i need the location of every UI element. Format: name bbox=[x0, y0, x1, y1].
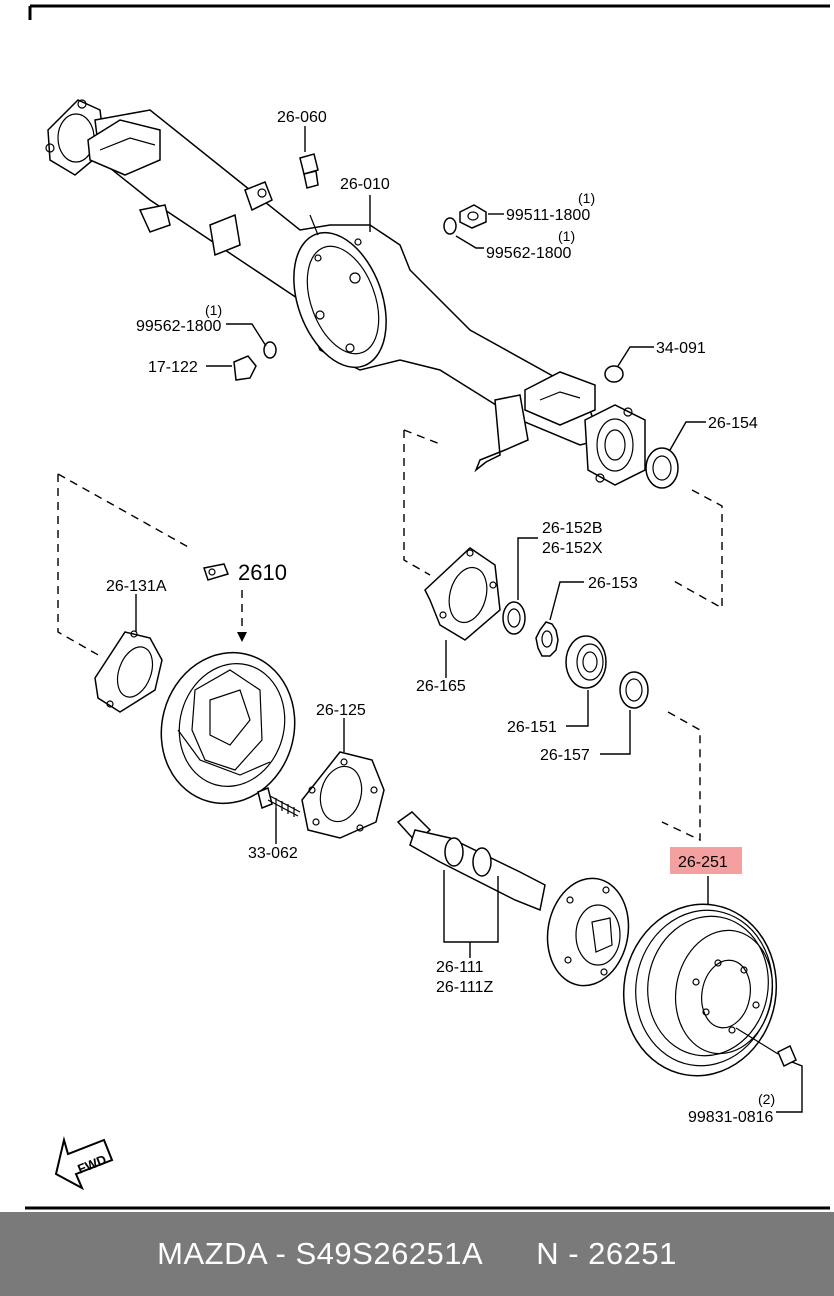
oil-seal-inner-part bbox=[619, 671, 649, 709]
leader-lines bbox=[135, 126, 803, 1113]
retainer-ring-part bbox=[502, 601, 526, 635]
lock-washer-part bbox=[535, 621, 559, 657]
brake-drum-part bbox=[622, 903, 778, 1077]
label-washer-2-qty: (1) bbox=[205, 302, 222, 318]
label-oil-seal-inner: 26-157 bbox=[540, 747, 590, 764]
label-breather-plug: 26-060 bbox=[277, 109, 327, 126]
gasket-part bbox=[301, 751, 385, 839]
label-lock-nut: 34-091 bbox=[656, 340, 706, 357]
connector-icon bbox=[203, 563, 230, 581]
label-lock-washer: 26-153 bbox=[588, 575, 638, 592]
bearing-part bbox=[565, 635, 607, 689]
axle-shaft-part bbox=[396, 811, 630, 987]
label-nut-1: 99511-1800 bbox=[506, 207, 590, 224]
label-bearing-retainer-alt: 26-152X bbox=[542, 540, 603, 557]
label-nut-1-qty: (1) bbox=[578, 190, 595, 206]
label-drain-plug: 17-122 bbox=[148, 359, 198, 376]
footer-bar: MAZDA - S49S26251A N - 26251 bbox=[0, 1212, 834, 1296]
label-washer-1: 99562-1800 bbox=[486, 245, 572, 262]
label-screw: 99831-0816 bbox=[688, 1109, 774, 1126]
nut-washer-parts bbox=[233, 204, 624, 383]
label-gasket: 26-125 bbox=[316, 702, 366, 719]
label-hub-bolt: 33-062 bbox=[248, 845, 298, 862]
label-screw-qty: (2) bbox=[758, 1091, 775, 1107]
group-dashed-lines bbox=[57, 429, 723, 842]
arrow-head bbox=[237, 632, 247, 642]
label-brake-assembly: 2610 bbox=[238, 560, 287, 585]
brake-assembly-part bbox=[160, 651, 296, 805]
label-axle-shaft-alt: 26-111Z bbox=[436, 979, 493, 996]
parts-diagram: 26-060 26-010 (1) 99511-1800 (1) 99562-1… bbox=[25, 4, 830, 1210]
label-axle-housing: 26-010 bbox=[340, 176, 390, 193]
label-gasket-plate: 26-165 bbox=[416, 678, 466, 695]
label-bearing-retainer: 26-152B bbox=[542, 520, 603, 537]
label-wheel-cylinder-plate: 26-131A bbox=[106, 578, 167, 595]
label-bearing: 26-151 bbox=[507, 719, 557, 736]
footer-text: MAZDA - S49S26251A N - 26251 bbox=[157, 1236, 677, 1272]
label-washer-2: 99562-1800 bbox=[136, 318, 222, 335]
wheel-cylinder-plate-part bbox=[94, 630, 163, 713]
hub-bolt-part bbox=[257, 786, 301, 817]
footer-code: N - 26251 bbox=[536, 1236, 677, 1271]
axle-housing-drawing bbox=[45, 99, 646, 486]
gasket-plate-part bbox=[424, 547, 501, 641]
oil-seal-outer-part bbox=[645, 447, 679, 489]
label-axle-shaft: 26-111 bbox=[436, 959, 484, 976]
fwd-arrow-icon: FWD bbox=[54, 1136, 114, 1191]
highlight-box bbox=[670, 847, 742, 874]
label-washer-1-qty: (1) bbox=[558, 228, 575, 244]
breather-plug-part bbox=[299, 153, 319, 189]
footer-part-number: MAZDA - S49S26251A bbox=[157, 1236, 482, 1271]
screw-part bbox=[735, 1027, 797, 1068]
label-brake-drum: 26-251 bbox=[678, 854, 728, 871]
label-oil-seal-outer: 26-154 bbox=[708, 415, 758, 432]
